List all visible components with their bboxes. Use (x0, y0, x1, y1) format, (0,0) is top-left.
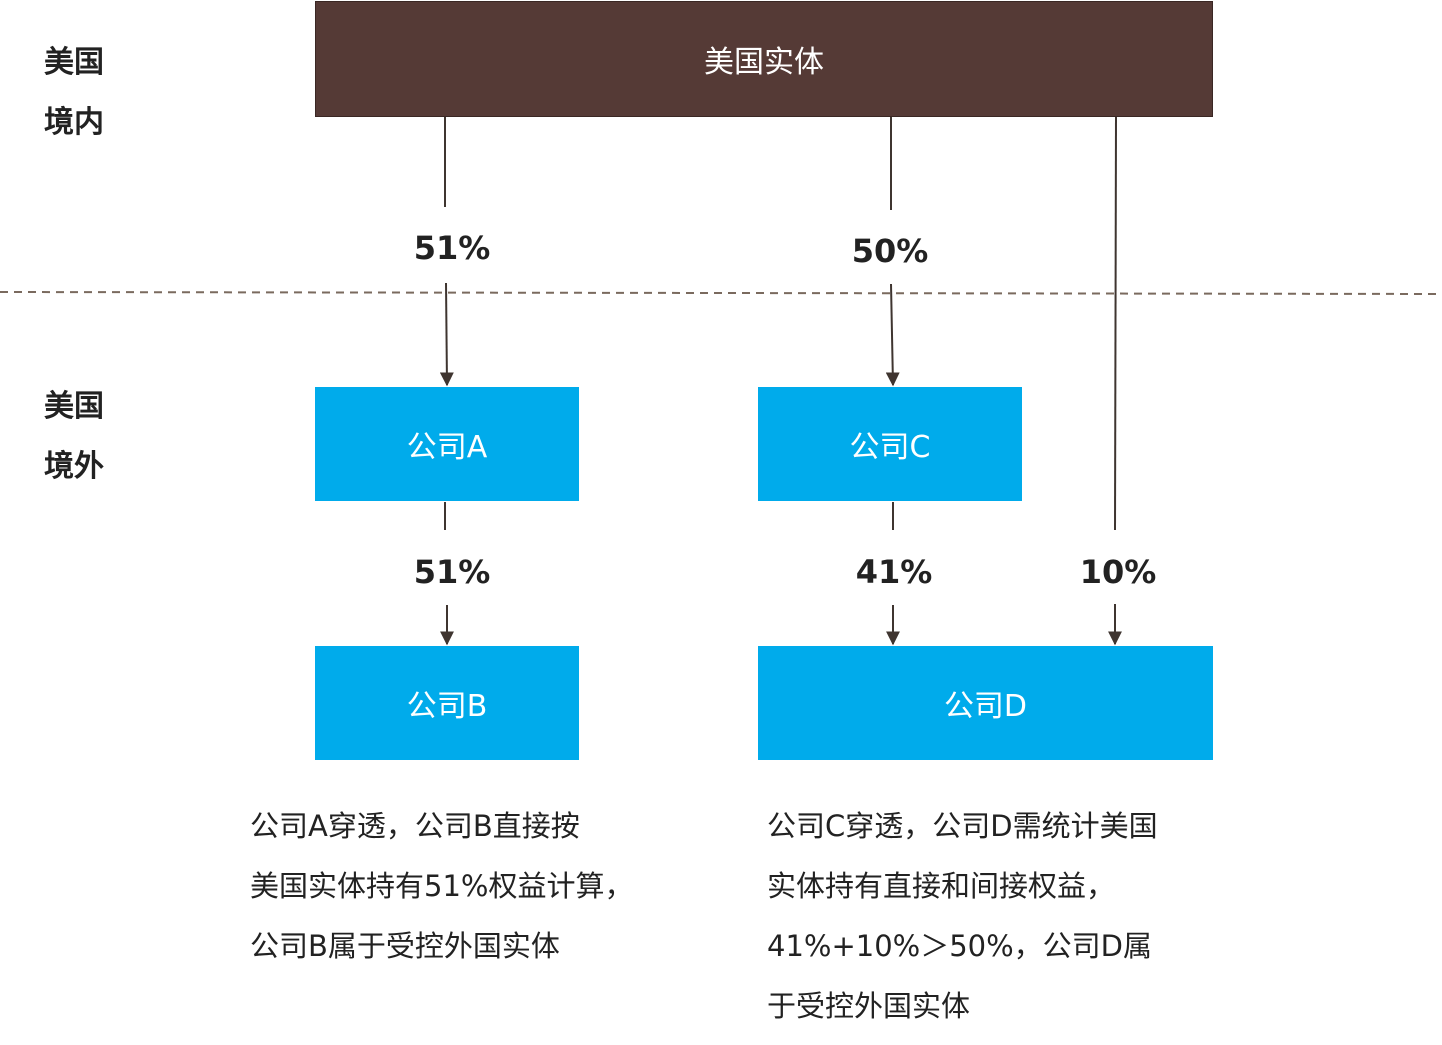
region-label-domestic: 美国 境内 (44, 33, 134, 153)
company-b-box: 公司B (315, 646, 579, 760)
line-us-to-d-upper (1114, 116, 1117, 531)
region-overseas-line2: 境外 (44, 449, 104, 484)
note-right-line: 公司C穿透，公司D需统计美国 (767, 809, 1158, 843)
ownership-a-to-b: 51% (413, 553, 491, 591)
note-left: 公司A穿透，公司B直接按 美国实体持有51%权益计算， 公司B属于受控外国实体 (250, 796, 690, 976)
company-c-label: 公司C (849, 430, 931, 465)
note-right-line: 41%+10%＞50%，公司D属 (767, 929, 1153, 963)
note-right-line: 实体持有直接和间接权益， (767, 869, 1116, 903)
company-d-label: 公司D (943, 689, 1028, 724)
company-c-box: 公司C (758, 387, 1022, 501)
note-right: 公司C穿透，公司D需统计美国 实体持有直接和间接权益， 41%+10%＞50%，… (767, 796, 1237, 1036)
note-right-line: 于受控外国实体 (767, 989, 971, 1023)
note-left-line: 公司B属于受控外国实体 (250, 929, 560, 963)
arrow-us-to-a (439, 282, 454, 387)
region-domestic-line2: 境内 (44, 105, 104, 140)
company-b-label: 公司B (406, 689, 488, 724)
ownership-c-to-d: 41% (855, 553, 933, 591)
ownership-us-to-d: 10% (1079, 553, 1157, 591)
region-domestic-line1: 美国 (44, 45, 104, 80)
company-d-box: 公司D (758, 646, 1213, 760)
us-entity-label: 美国实体 (704, 45, 824, 80)
region-label-overseas: 美国 境外 (44, 377, 134, 497)
ownership-us-to-c: 50% (851, 232, 929, 270)
company-a-label: 公司A (406, 430, 488, 465)
arrow-us-to-c (885, 283, 900, 387)
company-a-box: 公司A (315, 387, 579, 501)
ownership-us-to-a: 51% (413, 229, 491, 267)
note-left-line: 美国实体持有51%权益计算， (250, 869, 634, 903)
region-overseas-line1: 美国 (44, 389, 104, 424)
note-left-line: 公司A穿透，公司B直接按 (250, 809, 580, 843)
border-divider (0, 291, 1442, 295)
us-entity-box: 美国实体 (315, 1, 1213, 117)
